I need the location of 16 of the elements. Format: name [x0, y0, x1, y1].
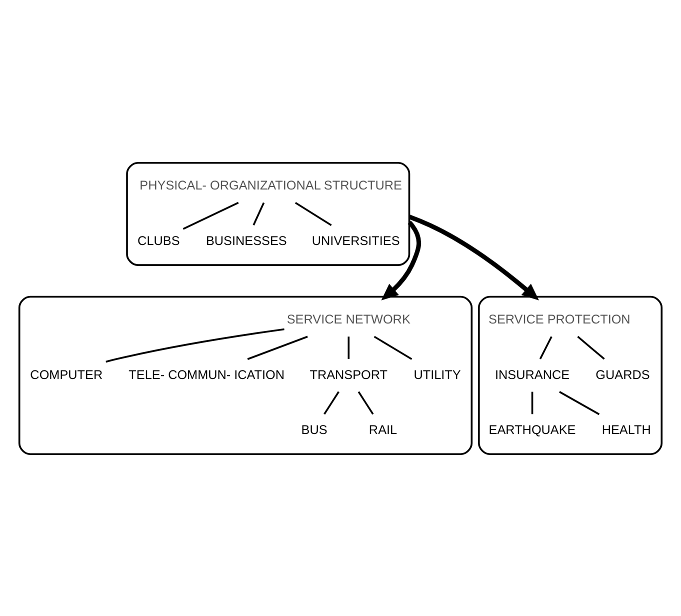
node-text: TELE- COMMUN- ICATION	[128, 367, 285, 382]
node-text: RAIL	[368, 422, 398, 436]
node-text: CLUBS	[138, 233, 180, 248]
node-text: INSURANCE	[495, 367, 570, 382]
node-text: UNIVERSITIES	[312, 233, 400, 248]
node-text: EARTHQUAKE	[488, 422, 576, 436]
node-text: BUSINESSES	[206, 233, 287, 248]
node-text: HEALTH	[602, 422, 651, 436]
node-text: TRANSPORT	[310, 367, 388, 382]
node-text: PHYSICAL- ORGANIZATIONAL STRUCTURE	[140, 178, 402, 192]
node-text: COMPUTER	[30, 367, 103, 382]
node-text: GUARDS	[596, 367, 650, 382]
node-text: BUS	[301, 422, 328, 436]
node-text: SERVICE PROTECTION	[488, 312, 630, 326]
node-text: SERVICE NETWORK	[286, 312, 410, 326]
node-text: UTILITY	[414, 367, 461, 382]
